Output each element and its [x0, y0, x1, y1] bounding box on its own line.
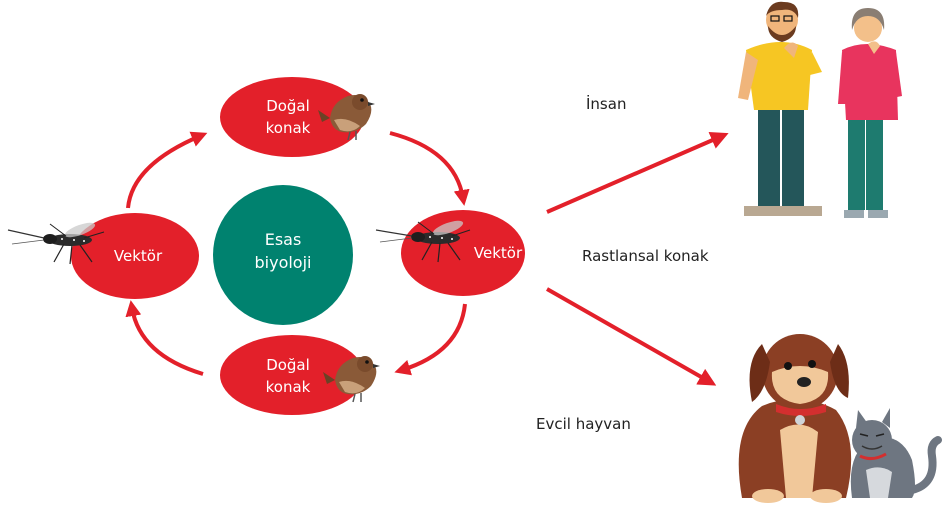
people-icon [738, 1, 902, 218]
node-left: Vektör [7, 213, 199, 299]
node-top-line1: Doğal [266, 97, 310, 115]
man-figure [738, 1, 822, 216]
label-pet: Evcil hayvan [536, 415, 631, 433]
cycle-arrows [125, 131, 470, 376]
node-bottom-line1: Doğal [266, 356, 310, 374]
arrow-right-to-bottom [394, 303, 467, 376]
node-right: Vektör [375, 210, 525, 296]
arrow-top-to-right [389, 131, 470, 206]
node-bottom-line2: konak [266, 378, 311, 396]
incidental-arrows [546, 132, 729, 386]
node-top: Doğal konak [220, 77, 375, 157]
node-bottom: Doğal konak [220, 335, 380, 415]
arrow-to-human [546, 132, 729, 214]
node-top-line2: konak [266, 119, 311, 137]
arrow-to-pet [546, 287, 717, 386]
label-incidental-host: Rastlansal konak [582, 247, 709, 265]
sparrow-icon [323, 356, 380, 403]
label-human: İnsan [586, 95, 627, 113]
mosquito-icon [7, 222, 105, 265]
sparrow-icon [318, 94, 375, 141]
arrow-left-to-top [126, 131, 208, 209]
arrow-bottom-to-left [125, 300, 204, 376]
center-line1: Esas [265, 230, 302, 249]
node-left-label: Vektör [114, 247, 163, 265]
woman-figure [838, 8, 902, 218]
center-node: Esas biyoloji [213, 185, 353, 325]
node-right-label: Vektör [474, 244, 523, 262]
center-line2: biyoloji [255, 253, 312, 272]
dog-and-cat-icon [738, 334, 942, 503]
dog-figure [738, 334, 852, 503]
mosquito-icon [375, 220, 471, 263]
cat-figure [850, 408, 942, 498]
